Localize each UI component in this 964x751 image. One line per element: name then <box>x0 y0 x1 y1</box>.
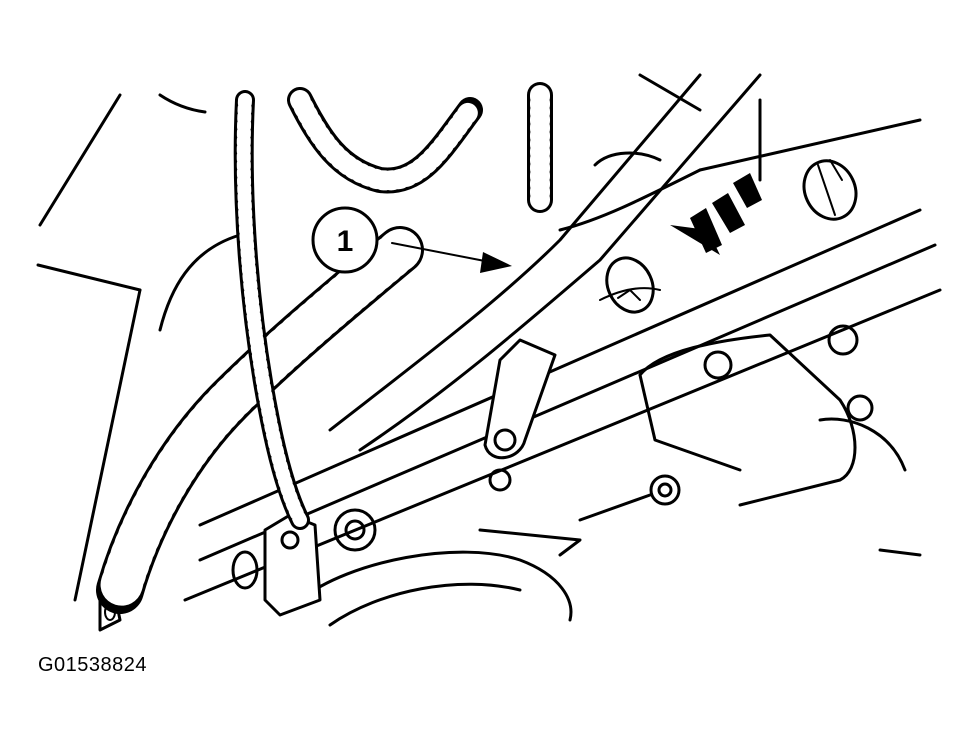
wire-harness-thin <box>233 90 310 530</box>
callout-1: 1 <box>311 206 512 274</box>
pulley <box>231 508 582 627</box>
support-rod <box>328 73 762 452</box>
figure-code: G01538824 <box>38 654 148 676</box>
leader-arrowhead-icon <box>480 252 512 273</box>
manifold-bosses <box>605 159 874 422</box>
mounting-bracket <box>638 333 922 557</box>
bolt <box>578 474 681 522</box>
wire-harness-main <box>96 226 424 614</box>
leader-arrow-line <box>391 242 491 263</box>
link-bracket <box>483 338 557 492</box>
wire-harness-upper <box>287 82 553 213</box>
body-panels <box>36 73 762 602</box>
callout-label: 1 <box>337 225 354 258</box>
direction-arrow-icon <box>670 173 762 255</box>
callout-circle <box>311 206 379 274</box>
